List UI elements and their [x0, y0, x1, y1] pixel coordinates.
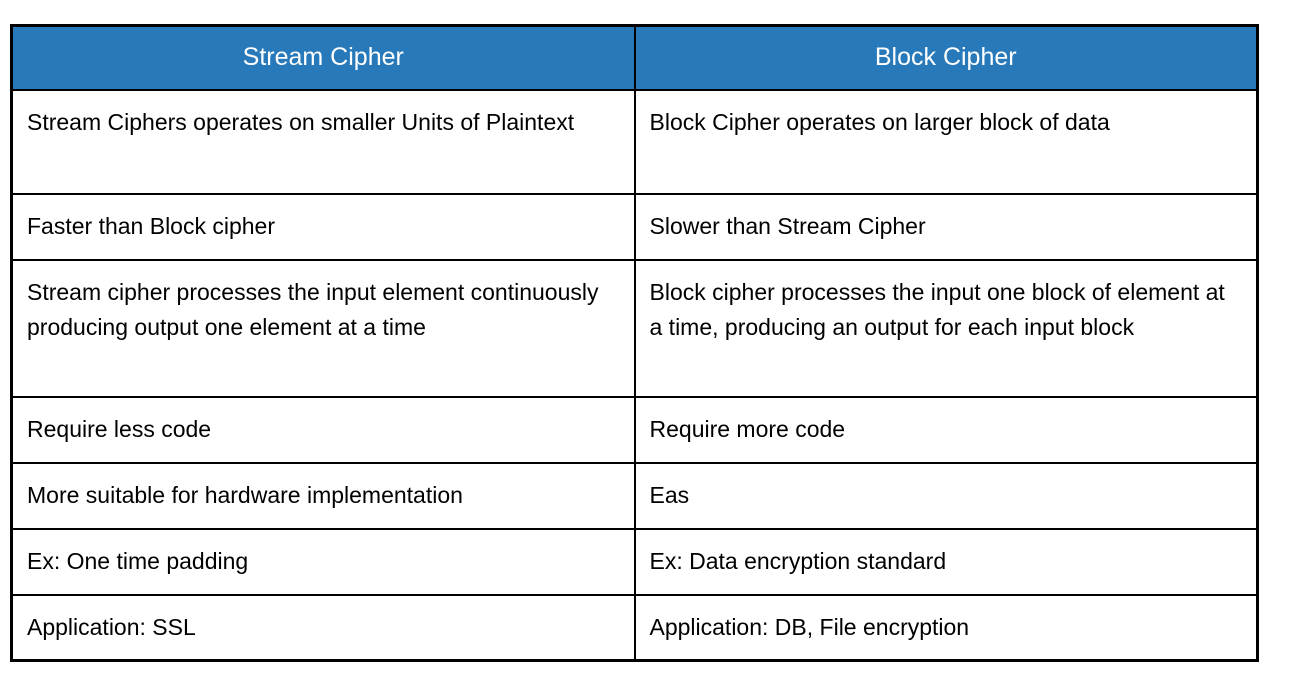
- cell-stream-example: Ex: One time padding: [10, 527, 636, 596]
- cell-stream-hardware: More suitable for hardware implementatio…: [10, 461, 636, 530]
- table-row: Stream Ciphers operates on smaller Units…: [10, 88, 1259, 195]
- cell-block-units: Block Cipher operates on larger block of…: [633, 88, 1259, 195]
- header-block-cipher: Block Cipher: [633, 24, 1259, 91]
- table-row: Application: SSL Application: DB, File e…: [10, 593, 1259, 661]
- cipher-comparison-table: Stream Cipher Block Cipher Stream Cipher…: [10, 24, 1259, 662]
- cell-stream-speed: Faster than Block cipher: [10, 192, 636, 261]
- table-body: Stream Ciphers operates on smaller Units…: [10, 88, 1259, 661]
- table-row: More suitable for hardware implementatio…: [10, 461, 1259, 530]
- cell-stream-code: Require less code: [10, 395, 636, 464]
- cell-block-hardware: Eas: [633, 461, 1259, 530]
- table-row: Stream cipher processes the input elemen…: [10, 258, 1259, 398]
- cell-block-code: Require more code: [633, 395, 1259, 464]
- cell-stream-application: Application: SSL: [10, 593, 636, 661]
- cell-block-processing: Block cipher processes the input one blo…: [633, 258, 1259, 398]
- header-stream-cipher: Stream Cipher: [10, 24, 636, 91]
- table-row: Require less code Require more code: [10, 395, 1259, 464]
- table-row: Faster than Block cipher Slower than Str…: [10, 192, 1259, 261]
- cell-block-speed: Slower than Stream Cipher: [633, 192, 1259, 261]
- cell-block-application: Application: DB, File encryption: [633, 593, 1259, 661]
- cell-stream-processing: Stream cipher processes the input elemen…: [10, 258, 636, 398]
- table-header: Stream Cipher Block Cipher: [10, 24, 1259, 91]
- table-row: Ex: One time padding Ex: Data encryption…: [10, 527, 1259, 596]
- cell-block-example: Ex: Data encryption standard: [633, 527, 1259, 596]
- header-row: Stream Cipher Block Cipher: [10, 24, 1259, 91]
- cell-stream-units: Stream Ciphers operates on smaller Units…: [10, 88, 636, 195]
